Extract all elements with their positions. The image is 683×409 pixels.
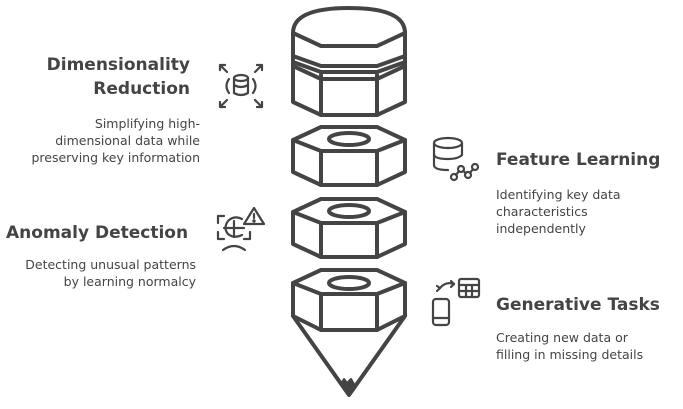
hex-nut-1 bbox=[291, 125, 407, 187]
description-line: independently bbox=[496, 221, 586, 236]
title-line: Anomaly Detection bbox=[6, 223, 189, 243]
dimensionality-reduction-title: Dimensionality Reduction bbox=[47, 53, 190, 101]
hex-nut-3 bbox=[291, 268, 407, 332]
description-line: filling in missing details bbox=[496, 347, 644, 362]
scan-warning-icon bbox=[216, 206, 266, 252]
database-graph-icon bbox=[432, 136, 480, 182]
pencil-tip bbox=[291, 314, 407, 397]
generative-tasks-description: Creating new data or filling in missing … bbox=[496, 329, 643, 363]
description-line: Creating new data or bbox=[496, 330, 628, 345]
description-line: dimensional data while bbox=[55, 133, 200, 148]
top-cap-nut bbox=[291, 6, 407, 117]
title-line: Dimensionality bbox=[46, 55, 190, 75]
title-line: Reduction bbox=[93, 79, 190, 99]
anomaly-detection-title: Anomaly Detection bbox=[6, 221, 188, 245]
hex-nut-2 bbox=[291, 197, 407, 259]
description-line: Simplifying high- bbox=[94, 116, 200, 131]
dimensionality-reduction-description: Simplifying high- dimensional data while… bbox=[31, 115, 200, 166]
generative-tasks-title: Generative Tasks bbox=[496, 293, 660, 317]
device-table-swap-icon bbox=[431, 277, 481, 327]
description-line: Detecting unusual patterns bbox=[25, 257, 196, 272]
feature-learning-description: Identifying key data characteristics ind… bbox=[496, 186, 621, 237]
title-line: Generative Tasks bbox=[496, 295, 660, 315]
description-line: characteristics bbox=[496, 204, 588, 219]
description-line: preserving key information bbox=[31, 150, 200, 165]
feature-learning-title: Feature Learning bbox=[496, 148, 660, 172]
database-expand-icon bbox=[218, 63, 264, 109]
title-line: Feature Learning bbox=[496, 150, 661, 170]
description-line: by learning normalcy bbox=[63, 274, 196, 289]
description-line: Identifying key data bbox=[496, 187, 621, 202]
anomaly-detection-description: Detecting unusual patterns by learning n… bbox=[25, 256, 196, 290]
